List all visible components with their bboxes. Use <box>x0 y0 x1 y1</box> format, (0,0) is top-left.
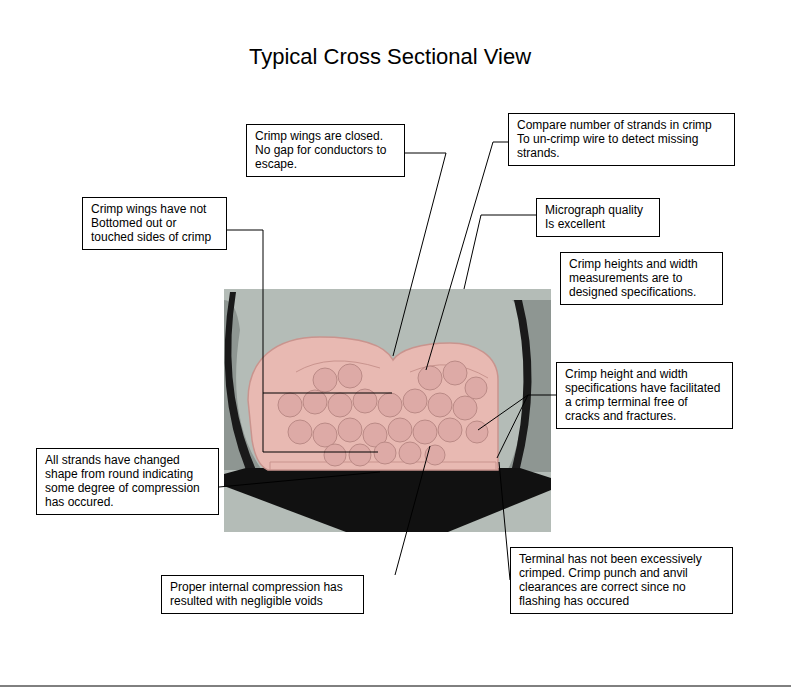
footer-rule <box>0 686 791 687</box>
callout-box: Terminal has not been excessively crimpe… <box>510 547 733 614</box>
wire-strands <box>278 361 488 466</box>
callout-box: Proper internal compression has resulted… <box>161 575 364 614</box>
callout-text: Micrograph quality Is excellent <box>545 203 652 231</box>
callout-box: Crimp height and width specifications ha… <box>556 362 733 429</box>
callout-box: Crimp wings are closed. No gap for condu… <box>246 124 405 177</box>
anvil-edge <box>512 300 532 468</box>
callout-box: Compare number of strands in crimp To un… <box>508 113 735 166</box>
callout-text: All strands have changed shape from roun… <box>45 453 211 509</box>
callout-text: Crimp heights and width measurements are… <box>569 257 715 299</box>
crimp-wing-edge <box>270 361 496 470</box>
crimp-terminal <box>248 337 498 470</box>
leader-lines <box>219 142 556 580</box>
callout-text: Crimp wings have not Bottomed out or tou… <box>91 202 219 244</box>
callout-text: Proper internal compression has resulted… <box>170 580 356 608</box>
callout-text: Compare number of strands in crimp To un… <box>517 118 727 160</box>
side-shadow <box>506 300 551 472</box>
callout-box: All strands have changed shape from roun… <box>36 448 219 515</box>
callout-box: Crimp wings have not Bottomed out or tou… <box>82 197 227 250</box>
anvil <box>224 468 551 532</box>
callout-text: Crimp height and width specifications ha… <box>565 367 725 423</box>
callout-box: Micrograph quality Is excellent <box>536 198 660 237</box>
callout-text: Crimp wings are closed. No gap for condu… <box>255 129 397 171</box>
diagram-title: Typical Cross Sectional View <box>200 44 580 70</box>
callout-box: Crimp heights and width measurements are… <box>560 252 723 305</box>
callout-text: Terminal has not been excessively crimpe… <box>519 552 725 608</box>
